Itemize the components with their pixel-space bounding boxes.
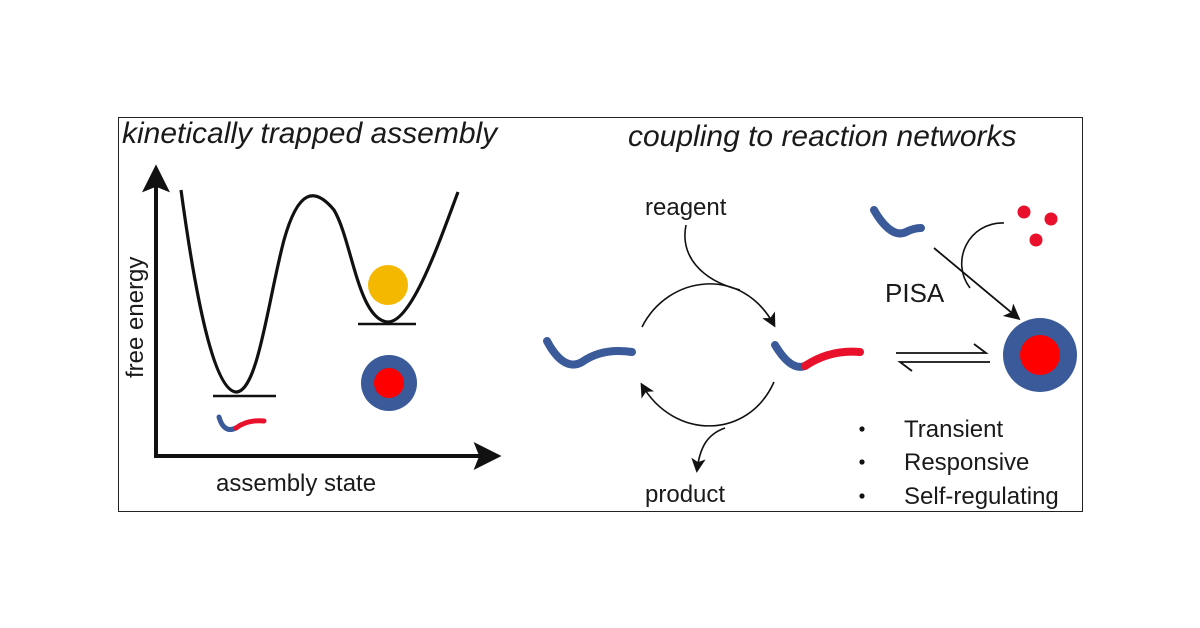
reagent-arrow <box>684 224 741 291</box>
reagent-label: reagent <box>645 194 727 221</box>
blue-polymer-chain-icon <box>543 337 636 369</box>
bullet-dot <box>859 426 865 432</box>
monomer-feed-arrow <box>960 222 1005 289</box>
pisa-polymer-chain-icon <box>870 206 925 238</box>
block-copolymer-chain-icon <box>771 341 864 371</box>
bullet-transient: Transient <box>904 416 1003 443</box>
polymer-chain-icon <box>216 414 267 432</box>
left-panel: kinetically trapped assembly free energy… <box>122 117 502 497</box>
micelle-icon <box>361 355 417 411</box>
bullet-responsive: Responsive <box>904 449 1029 476</box>
bullet-dot <box>859 459 865 465</box>
yellow-ball-icon <box>368 265 408 305</box>
x-axis-label: assembly state <box>216 470 376 497</box>
bullet-list: Transient Responsive Self-regulating <box>859 416 1059 510</box>
equilibrium-arrows-icon <box>896 343 990 372</box>
right-panel-title: coupling to reaction networks <box>628 120 1017 153</box>
cycle-arc-bottom <box>640 381 775 427</box>
pisa-label: PISA <box>885 278 945 308</box>
micelle-product-icon <box>1003 318 1077 392</box>
bullet-self-regulating: Self-regulating <box>904 483 1059 510</box>
left-panel-title: kinetically trapped assembly <box>122 117 499 150</box>
monomer-dots-icon <box>1017 205 1058 247</box>
pisa-arrow <box>933 247 1021 321</box>
cycle-arc-top <box>641 283 776 328</box>
y-axis-label: free energy <box>122 257 149 378</box>
figure-frame <box>118 117 1083 512</box>
right-panel: coupling to reaction networks reagent pr… <box>543 120 1077 510</box>
bullet-dot <box>859 493 865 499</box>
product-arrow <box>691 427 726 473</box>
product-label: product <box>645 481 725 508</box>
energy-landscape-curve <box>179 189 460 394</box>
